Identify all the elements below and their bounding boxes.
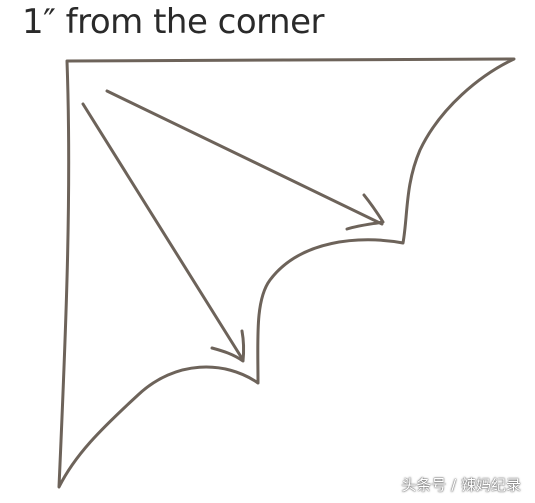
arrow-shaft	[81, 102, 245, 362]
arrow-head	[345, 193, 385, 231]
source-watermark: 头条号 / 辣妈纪录	[401, 476, 521, 494]
arrow-head	[210, 329, 246, 363]
arrow-to-lower-scallop	[81, 102, 246, 363]
folded-paper-outline	[57, 57, 516, 489]
diagram-title: 1″ from the corner	[22, 2, 325, 42]
arrow-shaft	[105, 89, 384, 226]
arrow-to-right-scallop	[105, 89, 385, 231]
